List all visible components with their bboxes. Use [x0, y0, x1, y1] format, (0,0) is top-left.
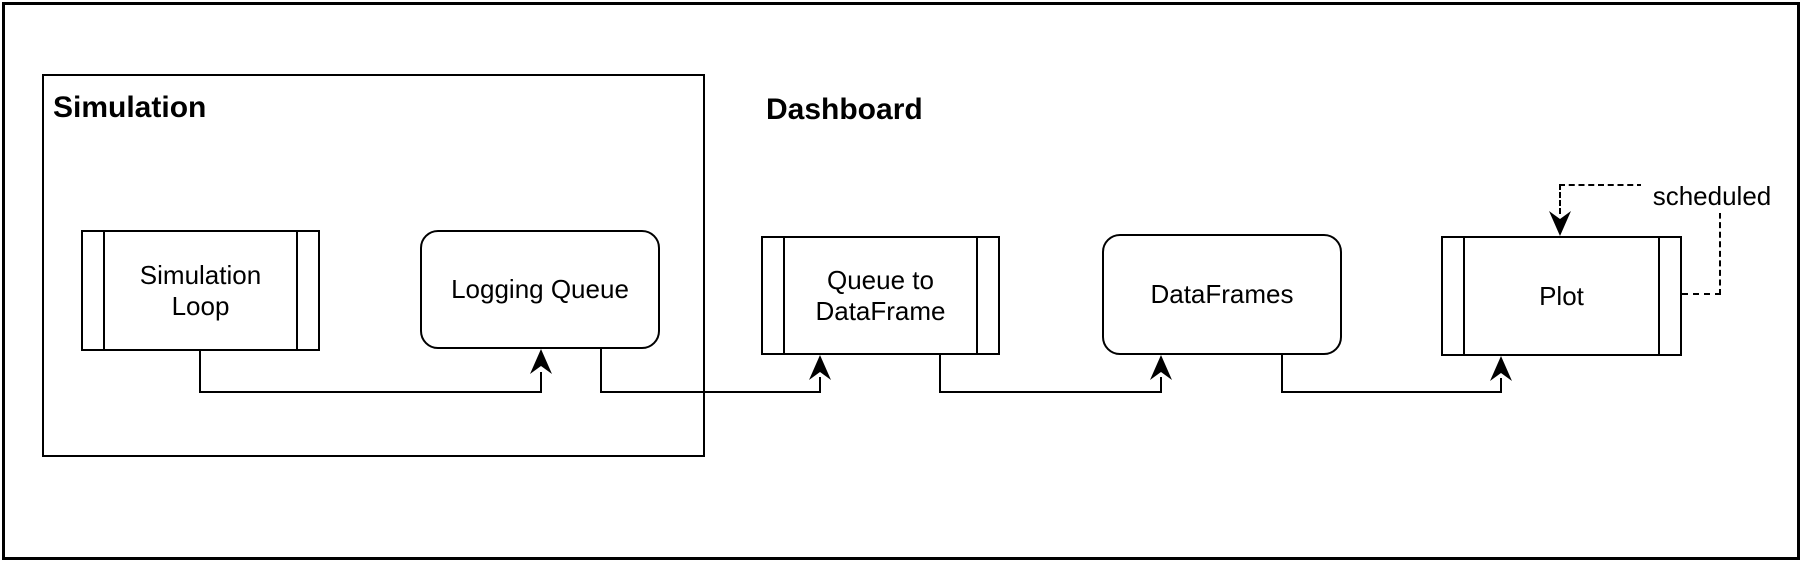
node-logging-queue: Logging Queue: [420, 230, 660, 349]
edge-segment: [819, 377, 821, 393]
edge-label-scheduled: scheduled: [1641, 179, 1783, 213]
group-dashboard-label: Dashboard: [766, 93, 923, 126]
node-label-line: Loop: [171, 290, 230, 321]
edge-segment: [600, 391, 821, 393]
node-queue-to-dataframe: Queue to DataFrame: [761, 236, 1000, 355]
edge-segment: [939, 391, 1162, 393]
node-plot: Plot: [1441, 236, 1682, 356]
edge-segment: [1160, 377, 1162, 393]
edge-segment: [600, 349, 602, 393]
node-label-line: DataFrames: [1150, 279, 1294, 309]
node-label-line: Plot: [1539, 280, 1584, 311]
node-simulation-loop: Simulation Loop: [81, 230, 320, 351]
edge-segment: [1500, 378, 1502, 393]
edge-segment: [939, 355, 941, 393]
edge-segment: [1281, 391, 1502, 393]
node-dataframes: DataFrames: [1102, 234, 1342, 355]
edge-segment: [199, 391, 541, 393]
edge-segment: [199, 351, 201, 393]
edge-segment-dashed: [1719, 184, 1721, 295]
edge-segment: [1281, 355, 1283, 393]
edge-segment-dashed: [1559, 184, 1721, 186]
node-label-line: Logging Queue: [451, 274, 629, 304]
node-label-line: Simulation: [139, 259, 262, 290]
group-simulation-label: Simulation: [53, 91, 207, 124]
node-label-line: DataFrame: [815, 295, 946, 326]
node-label-line: Queue to: [827, 264, 934, 295]
edge-segment-dashed: [1559, 184, 1561, 214]
edge-segment: [540, 372, 542, 393]
group-simulation: Simulation: [42, 74, 705, 457]
edge-segment-dashed: [1682, 293, 1721, 295]
